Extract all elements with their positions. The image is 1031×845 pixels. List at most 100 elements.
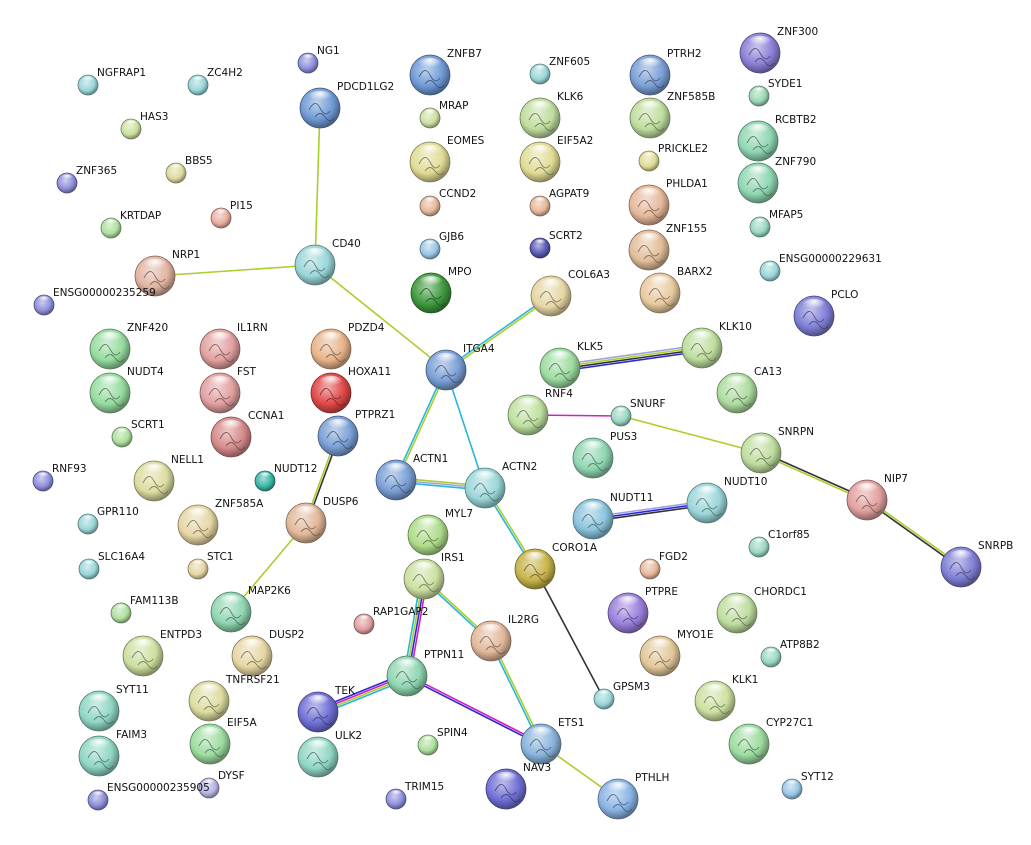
node-ZNF300[interactable]: ZNF300 (739, 26, 818, 74)
node-ACTN2[interactable]: ACTN2 (464, 461, 537, 509)
node-SYT12[interactable]: SYT12 (781, 771, 834, 800)
node-ZNFB7[interactable]: ZNFB7 (409, 48, 482, 96)
node-TRIM15[interactable]: TRIM15 (385, 781, 444, 810)
node-ITGA4[interactable]: ITGA4 (425, 343, 495, 391)
node-EIF5A[interactable]: EIF5A (189, 717, 257, 765)
node-PTPN11[interactable]: PTPN11 (386, 649, 464, 697)
node-RCBTB2[interactable]: RCBTB2 (737, 114, 817, 162)
node-PTHLH[interactable]: PTHLH (597, 772, 669, 820)
node-CA13[interactable]: CA13 (716, 366, 782, 414)
node-DUSP6[interactable]: DUSP6 (285, 496, 359, 544)
node-IRS1[interactable]: IRS1 (403, 552, 465, 600)
node-PUS3[interactable]: PUS3 (572, 431, 637, 479)
node-SCRT2[interactable]: SCRT2 (529, 230, 583, 259)
node-CORO1A[interactable]: CORO1A (514, 542, 598, 590)
edge-PTPN11-ETS1[interactable] (405, 674, 543, 746)
node-CD40[interactable]: CD40 (294, 238, 361, 286)
node-NUDT12[interactable]: NUDT12 (254, 463, 317, 492)
node-SLC16A4[interactable]: SLC16A4 (78, 551, 145, 580)
node-ZNF790[interactable]: ZNF790 (737, 156, 816, 204)
node-NAV3[interactable]: NAV3 (485, 762, 551, 810)
node-BARX2[interactable]: BARX2 (639, 266, 713, 314)
node-RNF4[interactable]: RNF4 (507, 388, 573, 436)
node-EIF5A2[interactable]: EIF5A2 (519, 135, 593, 183)
node-GPR110[interactable]: GPR110 (77, 506, 139, 535)
node-MYO1E[interactable]: MYO1E (639, 629, 713, 677)
node-FAIM3[interactable]: FAIM3 (78, 729, 147, 777)
node-PCLO[interactable]: PCLO (793, 289, 858, 337)
node-ENSG00000235905[interactable]: ENSG00000235905 (87, 782, 210, 811)
node-FST[interactable]: FST (199, 366, 257, 414)
node-COL6A3[interactable]: COL6A3 (530, 269, 610, 317)
node-MRAP[interactable]: MRAP (419, 100, 468, 129)
node-ZC4H2[interactable]: ZC4H2 (187, 67, 243, 96)
node-PI15[interactable]: PI15 (210, 200, 253, 229)
edge-KLK5-KLK10[interactable] (558, 344, 704, 372)
edge-COL6A3-ITGA4[interactable] (444, 294, 553, 372)
node-PTPRZ1[interactable]: PTPRZ1 (317, 409, 395, 457)
node-ZNF365[interactable]: ZNF365 (56, 165, 117, 194)
node-ATP8B2[interactable]: ATP8B2 (760, 639, 820, 668)
node-PDCD1LG2[interactable]: PDCD1LG2 (299, 81, 394, 129)
node-ACTN1[interactable]: ACTN1 (375, 453, 448, 501)
node-MYL7[interactable]: MYL7 (407, 508, 473, 556)
node-SNRPN[interactable]: SNRPN (740, 426, 814, 474)
node-PTPRE[interactable]: PTPRE (607, 586, 678, 634)
node-KLK5[interactable]: KLK5 (539, 341, 603, 389)
node-PTRH2[interactable]: PTRH2 (629, 48, 702, 96)
node-ENTPD3[interactable]: ENTPD3 (122, 629, 202, 677)
node-SPIN4[interactable]: SPIN4 (417, 727, 468, 756)
node-STC1[interactable]: STC1 (187, 551, 233, 580)
edge-PDCD1LG2-CD40[interactable] (314, 107, 321, 266)
node-MPO[interactable]: MPO (410, 266, 472, 314)
node-IL1RN[interactable]: IL1RN (199, 322, 268, 370)
node-CYP27C1[interactable]: CYP27C1 (728, 717, 813, 765)
node-MFAP5[interactable]: MFAP5 (749, 209, 803, 238)
node-KRTDAP[interactable]: KRTDAP (100, 210, 161, 239)
node-GPSM3[interactable]: GPSM3 (593, 681, 650, 710)
node-NRP1[interactable]: NRP1 (134, 249, 200, 297)
node-PHLDA1[interactable]: PHLDA1 (628, 178, 708, 226)
node-ZNF605[interactable]: ZNF605 (529, 56, 590, 85)
node-PDZD4[interactable]: PDZD4 (310, 322, 385, 370)
node-KLK10[interactable]: KLK10 (681, 321, 752, 369)
node-NG1[interactable]: NG1 (297, 45, 340, 74)
node-SNURF[interactable]: SNURF (610, 398, 666, 427)
node-SYDE1[interactable]: SYDE1 (748, 78, 802, 107)
edge-SNURF-SNRPN[interactable] (620, 415, 762, 454)
node-SYT11[interactable]: SYT11 (78, 684, 149, 732)
node-PRICKLE2[interactable]: PRICKLE2 (638, 143, 708, 172)
node-ULK2[interactable]: ULK2 (297, 730, 362, 778)
node-NIP7[interactable]: NIP7 (846, 473, 908, 521)
edge-ITGA4-ACTN2[interactable] (445, 369, 486, 489)
node-HOXA11[interactable]: HOXA11 (310, 366, 391, 414)
edge-CORO1A-GPSM3[interactable] (534, 568, 605, 700)
node-CCND2[interactable]: CCND2 (419, 188, 476, 217)
node-ZNF585B[interactable]: ZNF585B (629, 91, 715, 139)
node-ZNF585A[interactable]: ZNF585A (177, 498, 264, 546)
node-RAP1GAP2[interactable]: RAP1GAP2 (353, 606, 428, 635)
node-SNRPB[interactable]: SNRPB (940, 540, 1013, 588)
node-C1orf85[interactable]: C1orf85 (748, 529, 810, 558)
edge-NRP1-CD40[interactable] (154, 264, 316, 277)
node-BBS5[interactable]: BBS5 (165, 155, 213, 184)
node-GJB6[interactable]: GJB6 (419, 231, 464, 260)
node-DYSF[interactable]: DYSF (198, 770, 245, 799)
node-FAM113B[interactable]: FAM113B (110, 595, 179, 624)
edge-CD40-ITGA4[interactable] (314, 264, 447, 371)
node-NGFRAP1[interactable]: NGFRAP1 (77, 67, 146, 96)
node-TEK[interactable]: TEK (297, 685, 356, 733)
node-AGPAT9[interactable]: AGPAT9 (529, 188, 589, 217)
node-KLK6[interactable]: KLK6 (519, 91, 584, 139)
node-ZNF420[interactable]: ZNF420 (89, 322, 168, 370)
node-DUSP2[interactable]: DUSP2 (231, 629, 304, 677)
node-CHORDC1[interactable]: CHORDC1 (716, 586, 807, 634)
node-CCNA1[interactable]: CCNA1 (210, 410, 284, 458)
node-ZNF155[interactable]: ZNF155 (628, 223, 707, 271)
node-FGD2[interactable]: FGD2 (639, 551, 688, 580)
node-ETS1[interactable]: ETS1 (520, 717, 584, 765)
node-NUDT11[interactable]: NUDT11 (572, 492, 653, 540)
node-EOMES[interactable]: EOMES (409, 135, 485, 183)
node-ENSG00000235259[interactable]: ENSG00000235259 (33, 287, 156, 316)
node-TNFRSF21[interactable]: TNFRSF21 (188, 674, 280, 722)
